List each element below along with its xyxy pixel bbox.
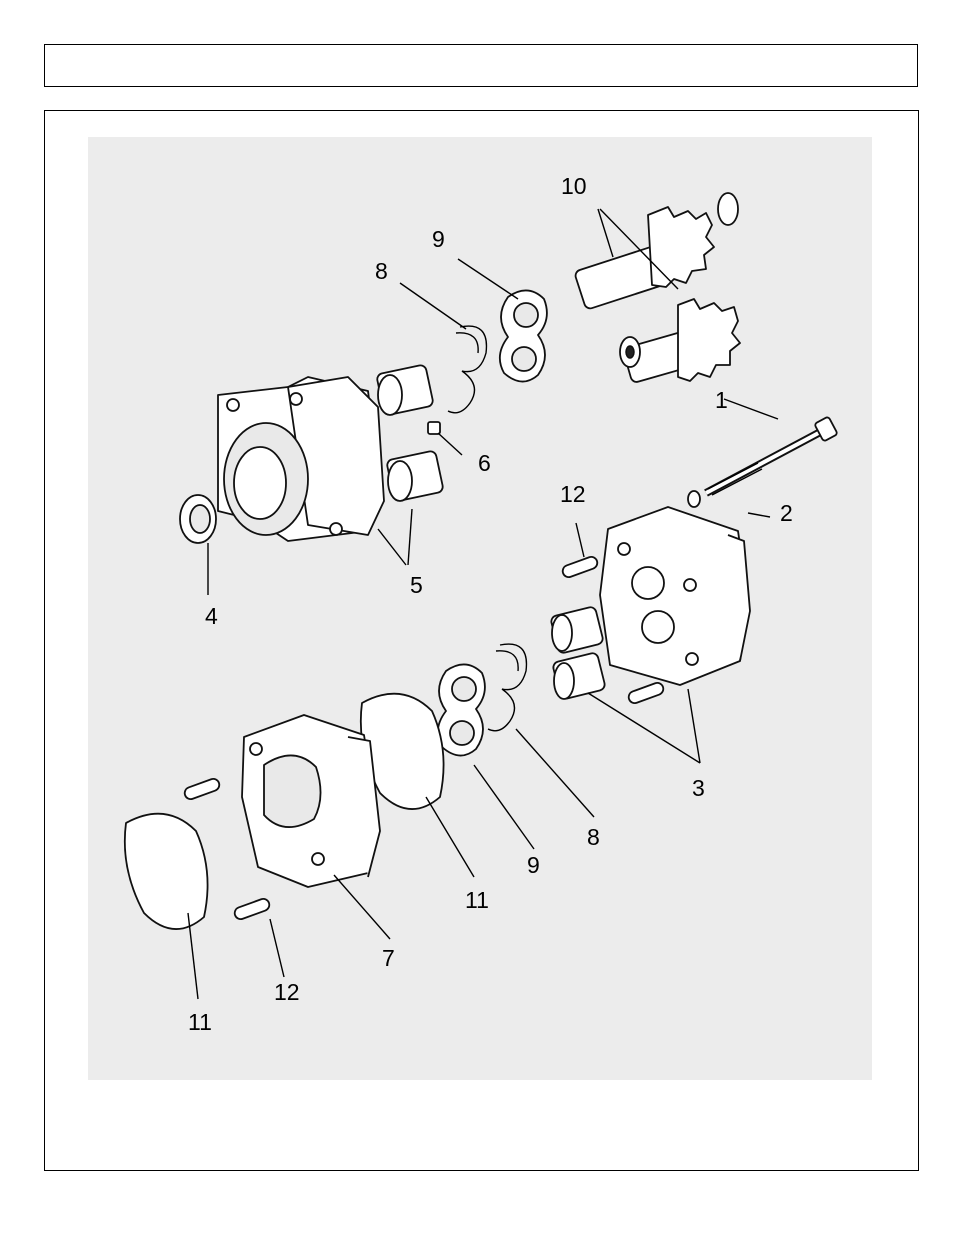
- header-box: [44, 44, 918, 87]
- callout-4: 4: [205, 603, 218, 629]
- callout-9-lower: 9: [527, 852, 540, 878]
- callout-8-lower: 8: [587, 824, 600, 850]
- diagram-svg: 10 9 8 1 6 2 12 5 4 3 8 9 11 7 12 11: [88, 137, 872, 1080]
- mounting-flange-housing: [218, 377, 384, 541]
- exploded-parts-diagram: 10 9 8 1 6 2 12 5 4 3 8 9 11 7 12 11: [88, 137, 872, 1080]
- callout-2: 2: [780, 500, 793, 526]
- callout-1: 1: [715, 387, 728, 413]
- callout-10: 10: [561, 173, 587, 199]
- callout-11-left: 11: [188, 1009, 212, 1035]
- end-cover-3: [600, 507, 750, 685]
- callout-7: 7: [382, 945, 395, 971]
- callout-9-upper: 9: [432, 226, 445, 252]
- callout-12-upper: 12: [560, 481, 586, 507]
- callout-3: 3: [692, 775, 705, 801]
- callout-5: 5: [410, 572, 423, 598]
- washer-2: [688, 491, 700, 507]
- gear-housing-7: [242, 715, 380, 887]
- callout-12-lower: 12: [274, 979, 300, 1005]
- callout-6: 6: [478, 450, 491, 476]
- callout-8-upper: 8: [375, 258, 388, 284]
- callout-11-right: 11: [465, 887, 489, 913]
- fitting-6: [428, 422, 440, 434]
- shaft-seal-4: [180, 495, 216, 543]
